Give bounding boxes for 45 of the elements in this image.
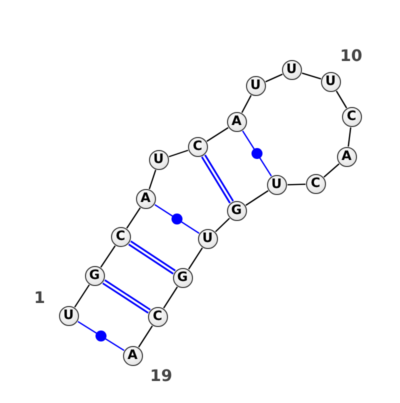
nucleotide-circle: A [136,188,156,208]
base-pair-line [242,130,272,176]
position-number: 19 [150,366,172,385]
base-pair-line [154,204,200,234]
nucleotide-circle: C [342,106,362,126]
nucleotide-circle: A [122,346,142,366]
backbone-line [287,184,306,186]
nucleotide-circle: G [226,200,246,220]
backbone-line [100,245,116,268]
backbone-line [168,150,188,158]
backbone-line [188,247,203,270]
base-pair-line [201,154,234,204]
nucleotide-circle: G [172,268,192,288]
nucleotide-circle: C [306,174,326,194]
nucleotide-circle: U [246,76,266,96]
nucleotide-circle: U [198,228,218,248]
backbone-line [148,170,156,190]
nucleotide-circle: C [188,136,208,156]
position-number: 1 [34,288,46,307]
nucleotide-circle: U [266,174,286,194]
backbone-line [206,127,229,142]
nucleotide-circle: U [282,60,302,80]
backbone-line [163,286,178,309]
backbone-line [245,190,269,206]
base-pair-line [78,321,124,351]
backbone-line [138,325,153,348]
nucleotide-circle: U [320,72,340,92]
nucleotide-circle: U [58,306,78,326]
base-pair-line [128,240,176,274]
nucleotide-circle: U [148,150,168,170]
backbone-line [302,72,322,80]
position-number: 10 [340,46,362,65]
backbone-line [324,163,340,178]
nucleotide-circle: G [84,266,104,286]
backbone-line [74,284,90,308]
backbone-line [348,127,352,147]
nucleotide-circle: C [110,226,130,246]
backbone-line [336,90,348,108]
backbone-line [241,94,252,114]
base-pair-line [102,279,151,314]
backbone-line [126,207,141,229]
nucleotide-circle: A [226,112,246,132]
nucleotide-circle: A [336,146,356,166]
backbone-line [265,74,283,82]
nucleotide-circle: C [148,306,168,326]
